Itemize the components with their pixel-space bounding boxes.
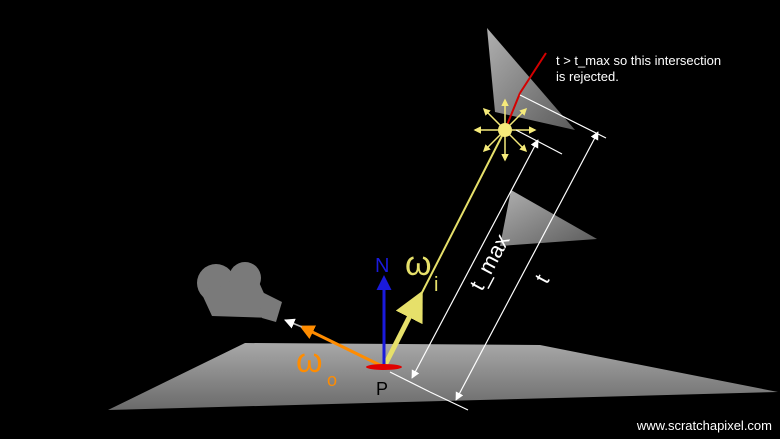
camera-icon	[197, 262, 282, 322]
rejection-note-line1: t > t_max so this intersection	[556, 53, 721, 68]
shading-point-marker	[366, 364, 402, 370]
t-label: t	[529, 270, 554, 287]
outgoing-subscript-label: o	[327, 370, 337, 390]
point-light-icon	[473, 98, 537, 162]
t-max-label: t_max	[464, 230, 514, 295]
near-occluder	[500, 190, 597, 246]
outgoing-omega-label: ω	[296, 342, 323, 380]
point-label: P	[376, 379, 388, 399]
rejected-callout-line	[519, 52, 547, 94]
rejection-note-line2: is rejected.	[556, 69, 619, 84]
t-dimension	[429, 94, 607, 411]
incoming-subscript-label: i	[434, 274, 438, 296]
view-ray	[284, 318, 303, 329]
normal-label: N	[375, 255, 389, 277]
ground-plane	[108, 343, 778, 410]
incoming-omega-label: ω	[405, 245, 432, 283]
outgoing-direction-arrow	[299, 325, 385, 369]
far-occluder	[487, 28, 575, 130]
site-credit: www.scratchapixel.com	[636, 418, 772, 433]
